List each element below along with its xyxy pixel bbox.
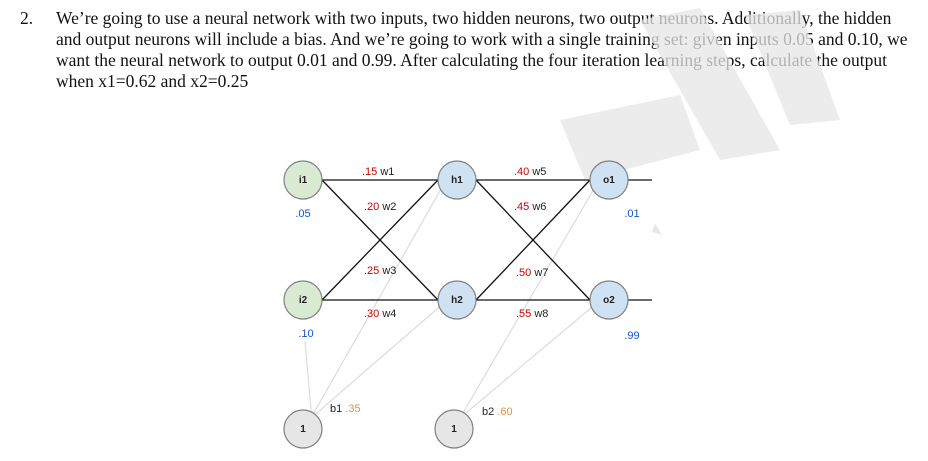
input-value-i1: .05 bbox=[295, 208, 310, 220]
weight-name-w1: w1 bbox=[379, 166, 394, 178]
node-label-i1: i1 bbox=[299, 175, 308, 186]
node-h2 bbox=[437, 280, 477, 320]
weight-value-w7: .50 bbox=[516, 267, 531, 279]
weight-name-w8: w8 bbox=[533, 308, 548, 320]
weight-value-w6: .45 bbox=[514, 201, 529, 213]
node-b1 bbox=[283, 409, 323, 449]
weight-label-w5: .40 w5 bbox=[514, 166, 546, 178]
bias-labels: b1 .35 b2 .60 bbox=[330, 403, 513, 418]
weight-edges bbox=[321, 179, 652, 301]
node-label-b1: 1 bbox=[300, 424, 306, 435]
weight-value-w8: .55 bbox=[516, 308, 531, 320]
bias-label-b2: b2 .60 bbox=[482, 406, 513, 418]
node-label-o1: o1 bbox=[603, 175, 615, 186]
weight-name-w4: w4 bbox=[381, 308, 396, 320]
weight-label-w8: .55 w8 bbox=[516, 308, 548, 320]
node-label-o2: o2 bbox=[603, 295, 615, 306]
bias-value-b2: .60 bbox=[497, 406, 512, 418]
bias-name-b2: b2 bbox=[482, 406, 494, 418]
weight-label-w3: .25 w3 bbox=[364, 265, 396, 277]
watermark bbox=[560, 8, 840, 235]
io-values: .05 .10 .01 .99 bbox=[295, 208, 639, 342]
weight-value-w5: .40 bbox=[514, 166, 529, 178]
node-labels: i1 i2 h1 h2 o1 o2 1 1 bbox=[299, 175, 615, 435]
weight-label-w2: .20 w2 bbox=[364, 201, 396, 213]
node-o1 bbox=[589, 160, 629, 200]
node-label-h2: h2 bbox=[451, 295, 463, 306]
weight-value-w2: .20 bbox=[364, 201, 379, 213]
bias-edge-b1-h2 bbox=[310, 301, 446, 419]
node-i1 bbox=[283, 160, 323, 200]
nodes bbox=[283, 160, 629, 449]
bias-name-b1: b1 bbox=[330, 403, 342, 415]
bias-value-b1: .35 bbox=[345, 403, 360, 415]
input-value-i2: .10 bbox=[298, 328, 313, 340]
node-b2 bbox=[434, 409, 474, 449]
node-label-b2: 1 bbox=[451, 424, 457, 435]
node-i2 bbox=[283, 280, 323, 320]
target-value-o1: .01 bbox=[624, 208, 639, 220]
bias-edge-b2-o2 bbox=[459, 301, 599, 419]
bias-label-b1: b1 .35 bbox=[330, 403, 361, 415]
target-value-o2: .99 bbox=[624, 330, 639, 342]
weight-name-w6: w6 bbox=[531, 201, 546, 213]
weight-label-w6: .45 w6 bbox=[514, 201, 546, 213]
weight-value-w3: .25 bbox=[364, 265, 379, 277]
question-number: 2. bbox=[20, 8, 34, 28]
weight-name-w5: w5 bbox=[531, 166, 546, 178]
bias-edge-i2-b1 bbox=[304, 340, 312, 411]
weight-value-w4: .30 bbox=[364, 308, 379, 320]
weight-value-w1: .15 bbox=[362, 166, 377, 178]
weight-label-w4: .30 w4 bbox=[364, 308, 396, 320]
weight-label-w1: .15 w1 bbox=[362, 166, 394, 178]
node-label-h1: h1 bbox=[451, 175, 463, 186]
weight-label-w7: .50 w7 bbox=[516, 267, 548, 279]
weight-name-w2: w2 bbox=[381, 201, 396, 213]
weight-name-w3: w3 bbox=[381, 265, 396, 277]
node-o2 bbox=[589, 280, 629, 320]
edge-w6 bbox=[475, 179, 591, 301]
weight-name-w7: w7 bbox=[533, 267, 548, 279]
weight-labels: .15 w1 .20 w2 .25 w3 .30 w4 .40 w5 .45 w… bbox=[362, 166, 548, 320]
node-h1 bbox=[437, 160, 477, 200]
edge-w2 bbox=[321, 179, 439, 301]
node-label-i2: i2 bbox=[299, 295, 308, 306]
